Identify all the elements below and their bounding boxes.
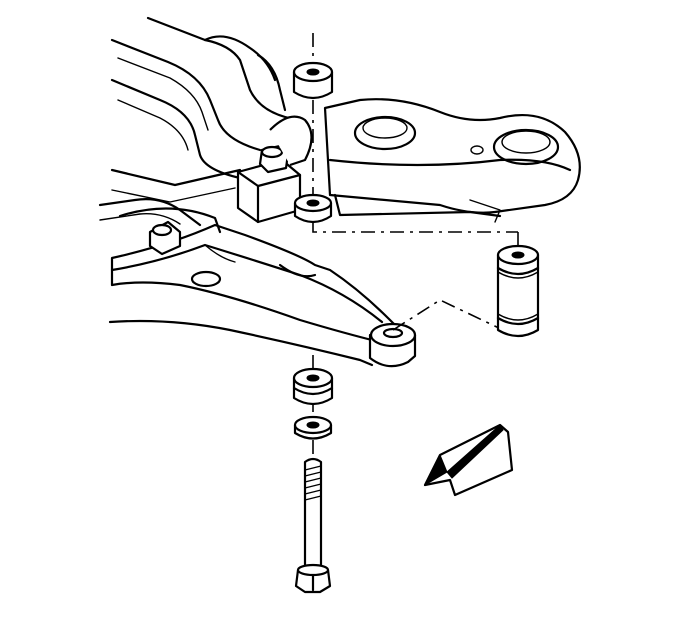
upper-insulator (292, 61, 334, 100)
front-direction-arrow (423, 423, 514, 497)
upper-lower-insulator (293, 193, 333, 224)
upper-bracket (323, 98, 581, 223)
lower-control-arm (108, 207, 417, 368)
washer (293, 415, 333, 440)
spacer-sleeve (496, 244, 540, 338)
bolt (294, 457, 332, 594)
alignment-centerlines (312, 33, 521, 455)
lower-insulator (292, 367, 334, 406)
mount-block (236, 115, 313, 224)
